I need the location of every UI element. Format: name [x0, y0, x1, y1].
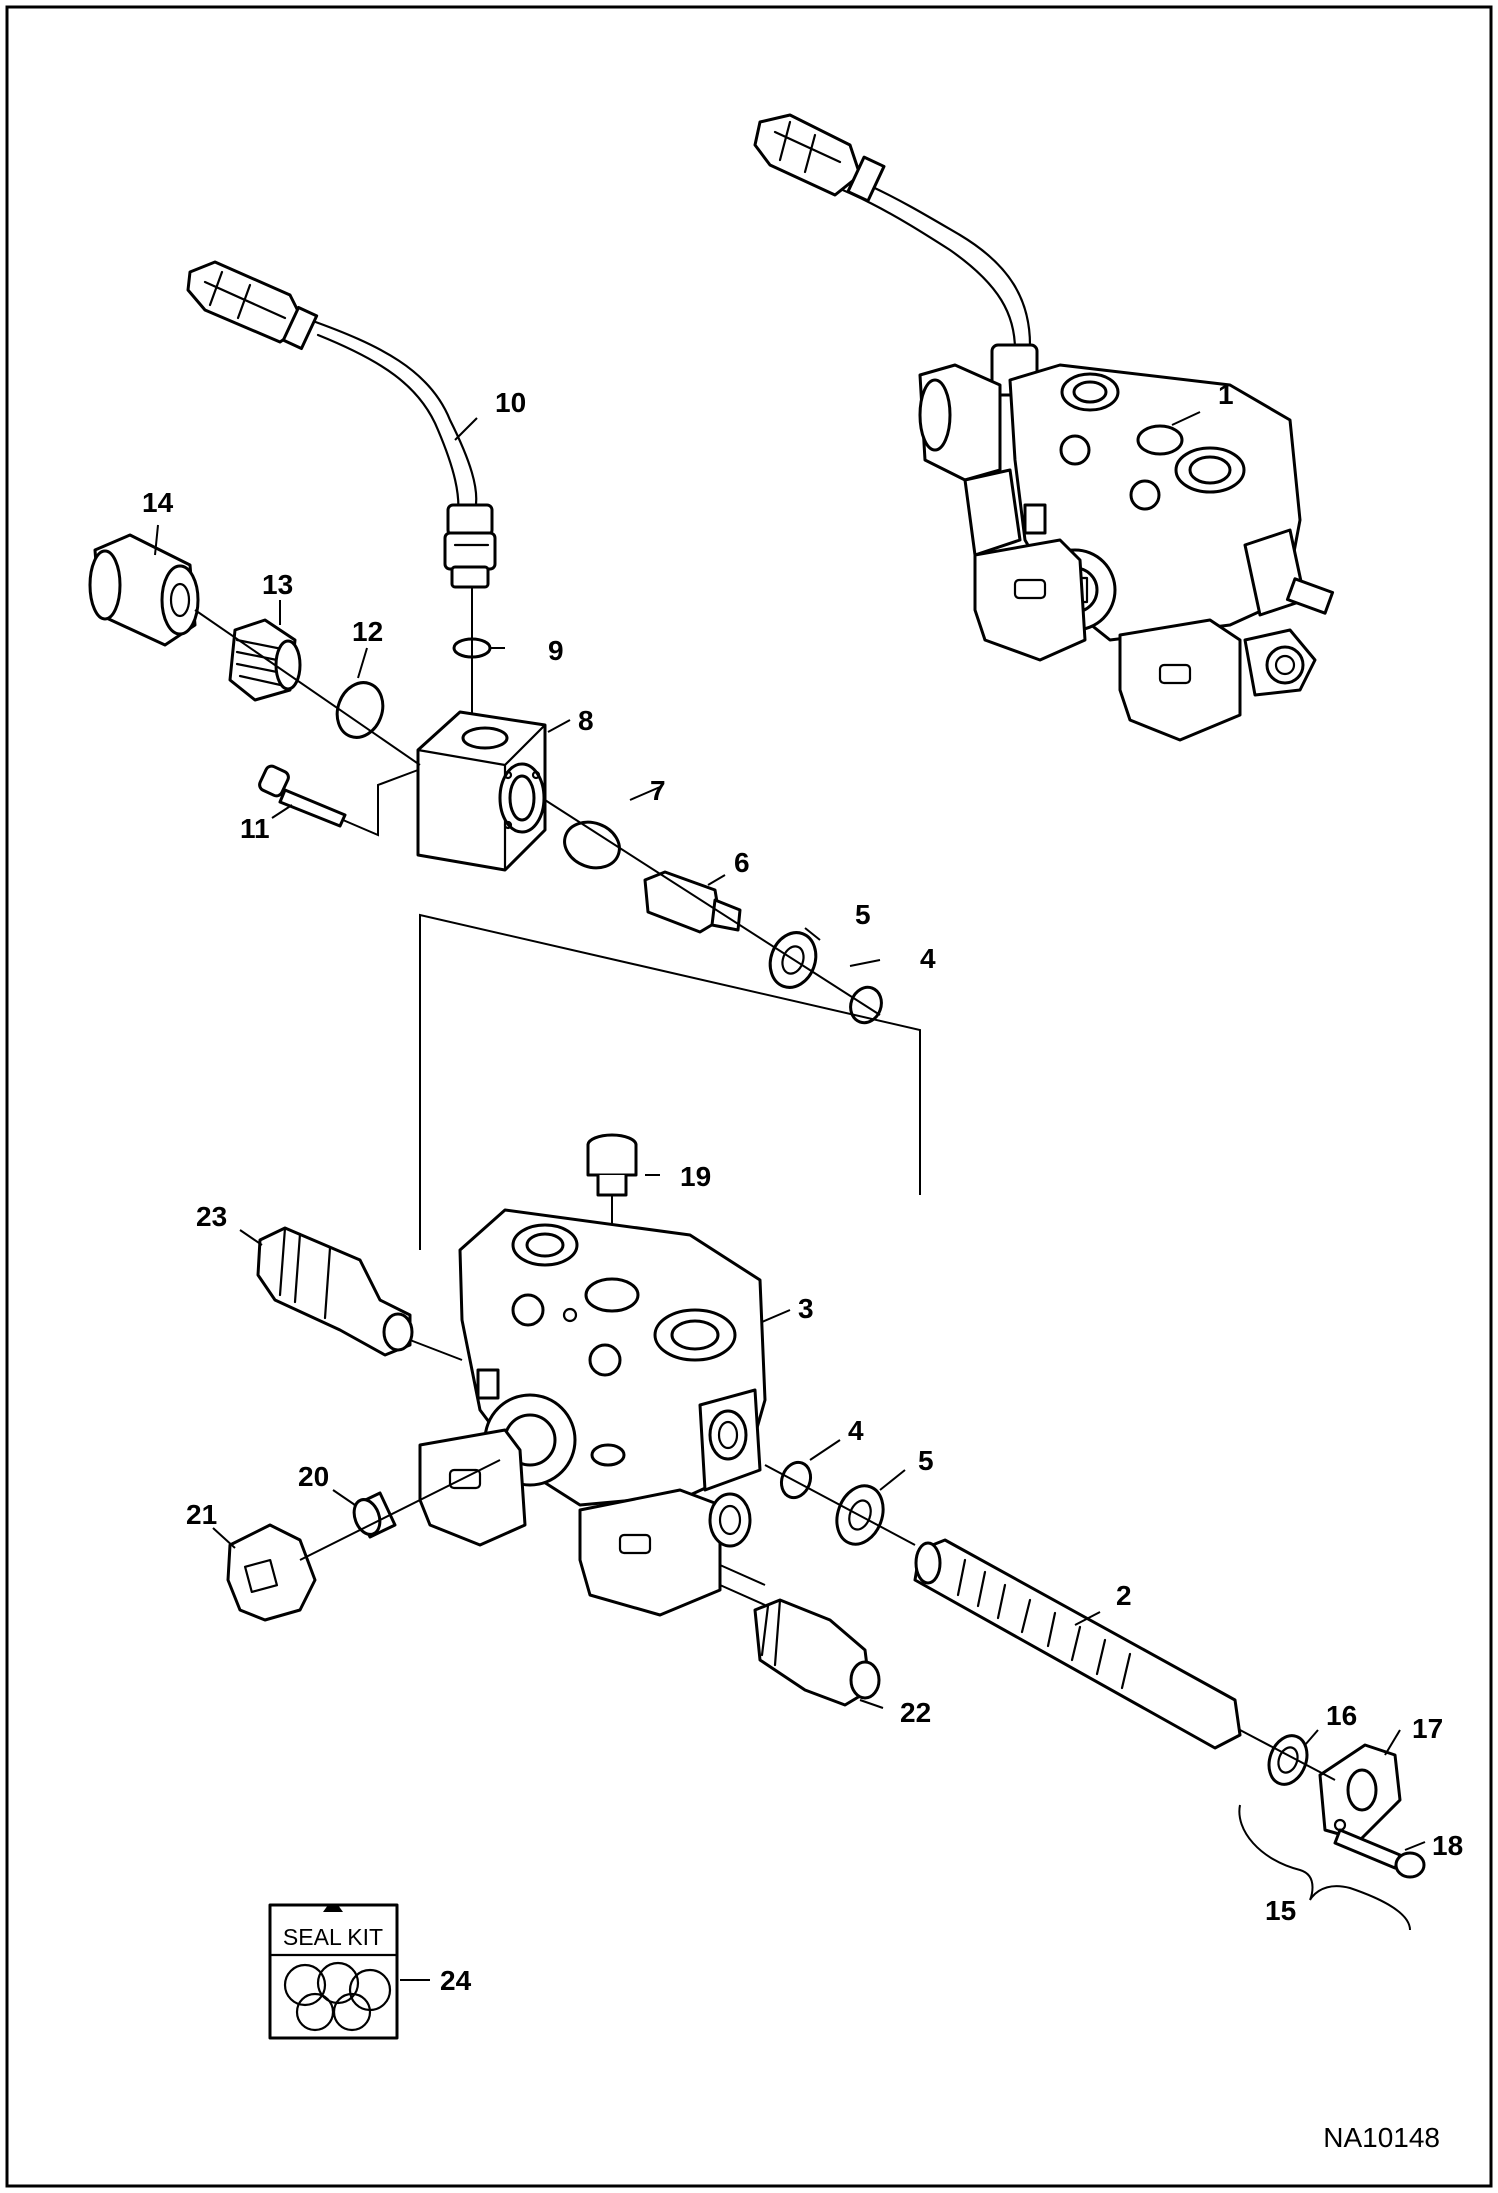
part-6-check-poppet [643, 870, 742, 934]
part-20-spacer [352, 1491, 397, 1539]
part-24-seal-kit: SEAL KIT [268, 1903, 399, 2040]
callout-14: 14 [142, 487, 174, 518]
part-14-solenoid-coil [88, 533, 200, 647]
callout-21: 21 [186, 1499, 217, 1530]
callout-22: 22 [900, 1697, 931, 1728]
callout-19: 19 [680, 1161, 711, 1192]
part-7-o-ring [563, 820, 621, 870]
drawing-border [5, 5, 1493, 2188]
callout-11: 11 [240, 813, 270, 844]
part-18-cap-screw [1333, 1828, 1426, 1879]
callout-18: 18 [1432, 1830, 1463, 1861]
kit-15-bracket [1238, 1804, 1411, 1931]
callout-20: 20 [298, 1461, 329, 1492]
callout-1: 1 [1218, 379, 1234, 410]
seal-kit-label: SEAL KIT [283, 1924, 383, 1950]
part-10-pressure-sensor-harness [186, 260, 497, 589]
callout-5-upper: 5 [855, 899, 871, 930]
drawing-number: NA10148 [1323, 2122, 1440, 2153]
part-2-spool [913, 1538, 1242, 1750]
part-23-relief-cartridge [256, 1226, 463, 1361]
part-11-cap-screw [258, 764, 347, 828]
callout-4-upper: 4 [920, 943, 936, 974]
callout-3: 3 [798, 1293, 814, 1324]
callout-16: 16 [1326, 1700, 1357, 1731]
part-4-o-ring-lower [779, 1460, 813, 1500]
callout-8: 8 [578, 705, 594, 736]
part-22-fitting [753, 1598, 881, 1707]
callout-7: 7 [650, 775, 666, 806]
part-3-valve-section-body [418, 1208, 767, 1617]
part-16-seal [1267, 1734, 1309, 1786]
callout-12: 12 [352, 616, 383, 647]
part-13-spring [228, 618, 302, 702]
part-21-plug-fitting [226, 1523, 317, 1622]
part-12-o-ring [335, 681, 385, 739]
callout-9: 9 [548, 635, 564, 666]
callout-2: 2 [1116, 1580, 1132, 1611]
callout-6: 6 [734, 847, 750, 878]
part-8-solenoid-block [416, 710, 547, 872]
callout-23: 23 [196, 1201, 227, 1232]
callout-10: 10 [495, 387, 526, 418]
callout-leaders [154, 411, 1426, 1981]
part-17-retainer-plate [1318, 1743, 1402, 1842]
callout-15: 15 [1265, 1895, 1296, 1926]
part-1-valve-section-assembly [753, 113, 1335, 742]
callout-24: 24 [440, 1965, 472, 1996]
assembly-guide-line [419, 913, 921, 1250]
part-19-plug [586, 1133, 638, 1295]
callout-13: 13 [262, 569, 293, 600]
callout-5-lower: 5 [918, 1445, 934, 1476]
callout-4-lower: 4 [848, 1415, 864, 1446]
callout-17: 17 [1412, 1713, 1443, 1744]
